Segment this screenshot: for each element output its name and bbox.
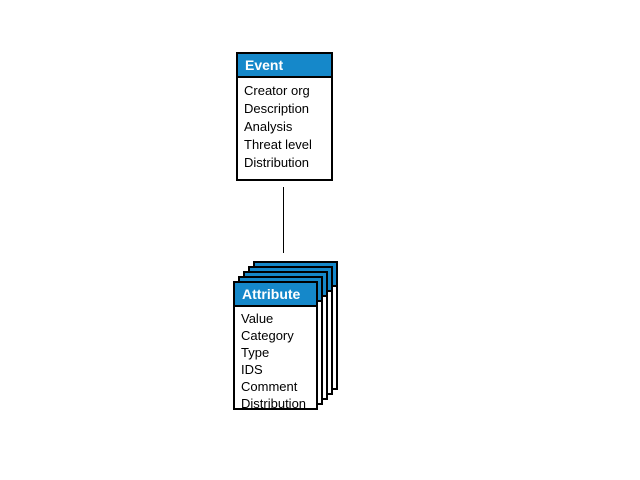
attribute-field-type: Type: [241, 345, 270, 360]
event-entity-box: Event Creator org Description Analysis T…: [236, 52, 333, 181]
attribute-field-ids: IDS: [241, 362, 263, 377]
attribute-field-category: Category: [241, 328, 294, 343]
attribute-field-value: Value: [241, 311, 274, 326]
attribute-field-distribution: Distribution: [241, 396, 307, 411]
event-attribute-connector-line: [283, 187, 284, 253]
event-field-analysis: Analysis: [244, 119, 293, 134]
event-field-threat-level: Threat level: [244, 137, 312, 152]
event-title: Event: [245, 57, 284, 73]
attribute-header: Attribute: [235, 283, 316, 307]
event-field-creator-org: Creator org: [244, 83, 310, 98]
event-header: Event: [238, 54, 331, 78]
event-field-distribution: Distribution: [244, 155, 310, 170]
event-field-list: Creator org Description Analysis Threat …: [238, 78, 331, 172]
event-field-description: Description: [244, 101, 310, 116]
attribute-title: Attribute: [242, 286, 301, 302]
attribute-entity-box: Attribute Value Category Type IDS Commen…: [233, 281, 318, 412]
attribute-field-comment: Comment: [241, 379, 298, 394]
attribute-field-list: Value Category Type IDS Comment Distribu…: [235, 307, 316, 412]
